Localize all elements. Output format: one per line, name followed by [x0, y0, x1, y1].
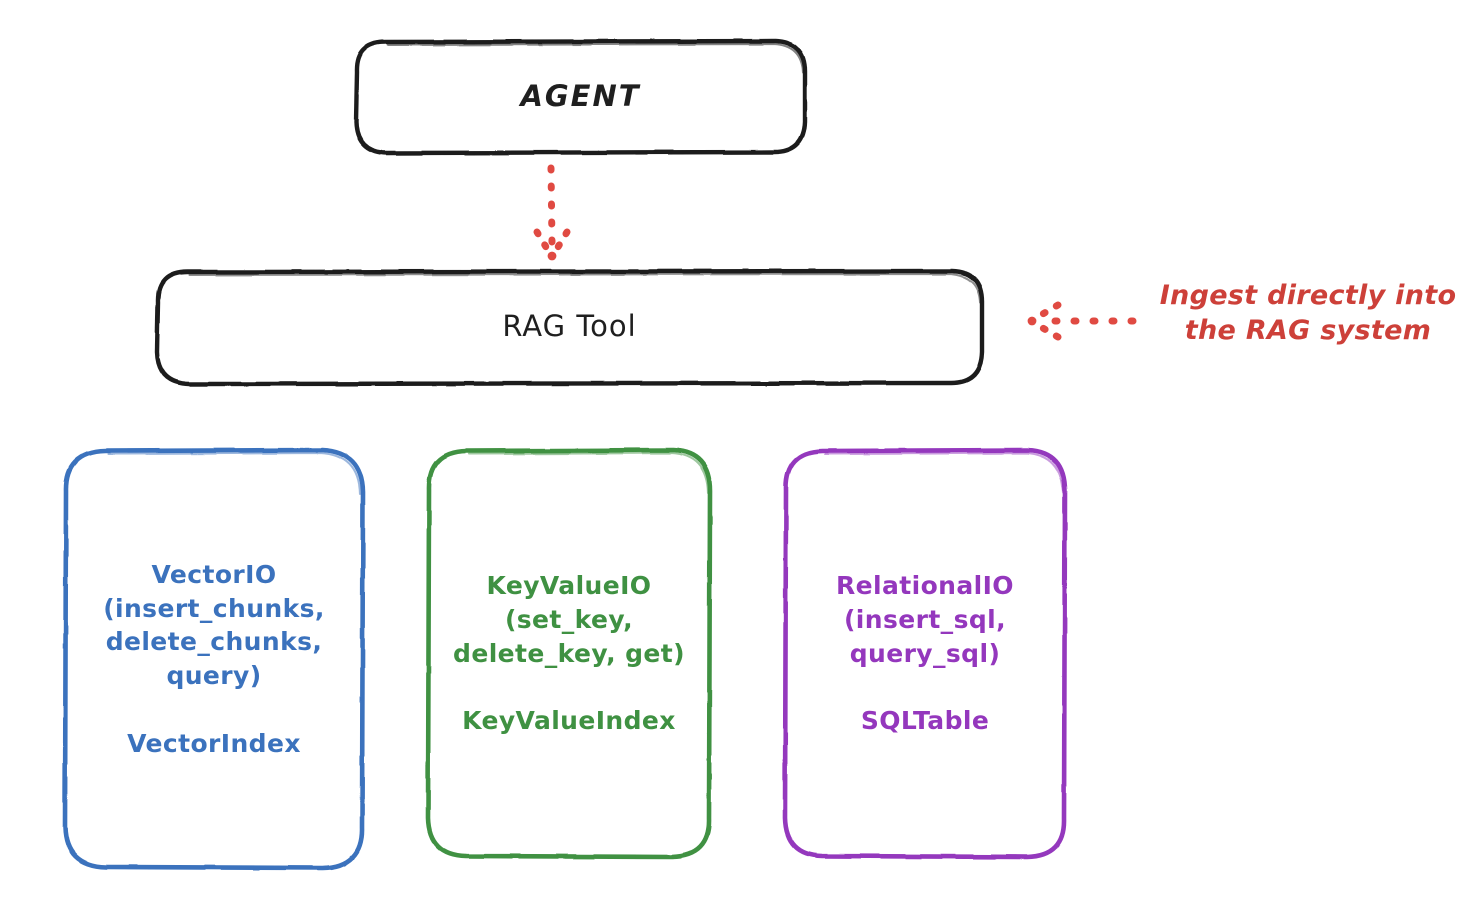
- node-agent[interactable]: AGENT: [356, 41, 805, 153]
- node-agent-label: AGENT: [520, 79, 641, 114]
- node-rag-tool-label: RAG Tool: [502, 309, 637, 344]
- node-key-value-io-label: KeyValueIO (set_key, delete_key, get) Ke…: [453, 571, 685, 736]
- annotation-ingest-directly: Ingest directly into the RAG system: [1159, 280, 1457, 347]
- node-vector-io-label: VectorIO (insert_chunks, delete_chunks, …: [103, 559, 325, 758]
- node-relational-io-label: RelationalIO (insert_sql, query_sql) SQL…: [836, 571, 1014, 736]
- node-key-value-io[interactable]: KeyValueIO (set_key, delete_key, get) Ke…: [428, 450, 710, 857]
- connector-annotation-to-rag-tool: [1027, 301, 1137, 341]
- connector-agent-to-rag-tool: [533, 164, 571, 261]
- node-relational-io[interactable]: RelationalIO (insert_sql, query_sql) SQL…: [785, 450, 1065, 857]
- node-rag-tool[interactable]: RAG Tool: [157, 271, 982, 383]
- node-vector-io[interactable]: VectorIO (insert_chunks, delete_chunks, …: [65, 450, 363, 868]
